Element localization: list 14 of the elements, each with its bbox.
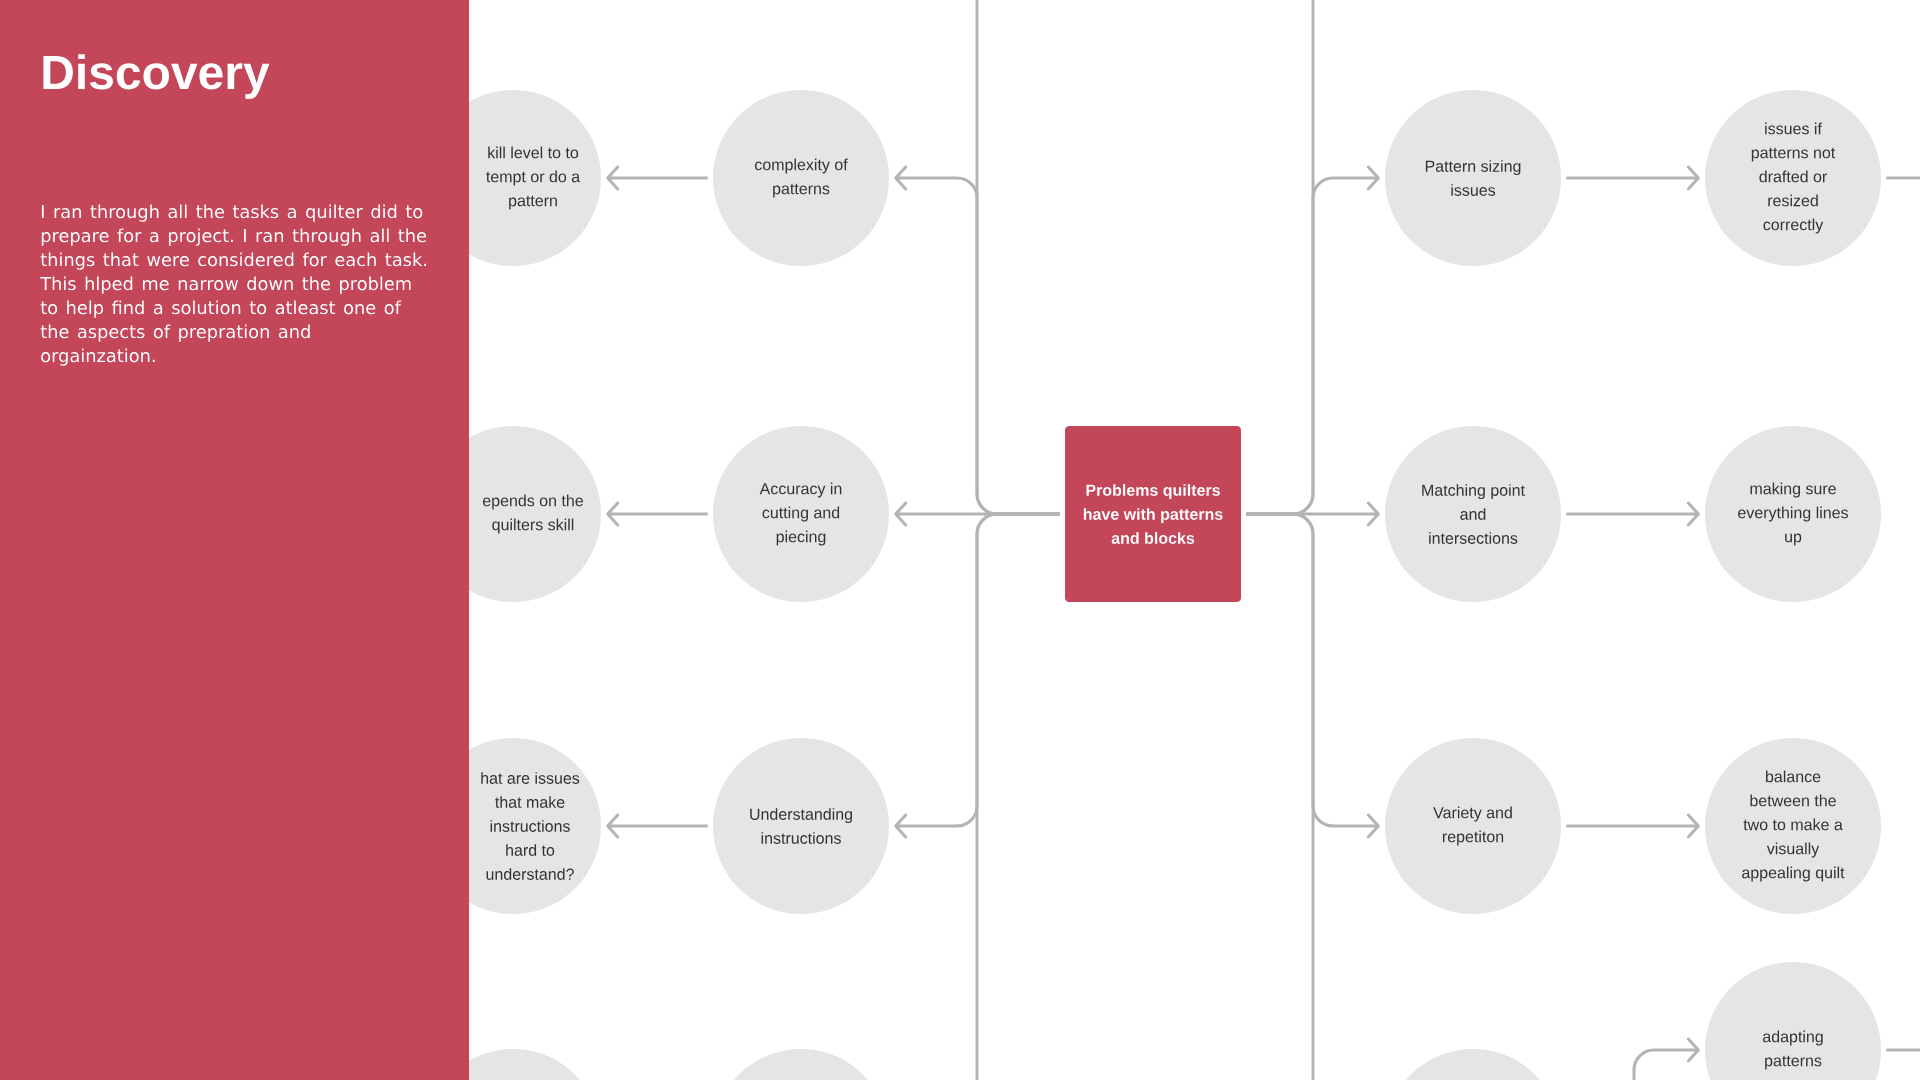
problem-box: Problems quilters have with patterns and blocks <box>1065 426 1241 602</box>
arrow <box>606 501 708 527</box>
arrow <box>1632 1037 1700 1080</box>
arrow <box>1566 813 1700 839</box>
arrow <box>1566 165 1700 191</box>
title: Discovery <box>43 54 270 99</box>
connector-line <box>975 512 1060 1080</box>
arrow <box>606 813 708 839</box>
arrow <box>606 165 708 191</box>
connector-line <box>1886 1048 1920 1052</box>
arrow <box>1566 501 1700 527</box>
connector-line <box>1886 176 1920 180</box>
connector-line <box>1246 512 1315 1080</box>
description-text: I ran through all the tasks a quilter did to prepare for a project. I ran through all the things that were considered for each task. This hlped me narrow down the problem to help find a solution to atleast one of the aspects of prepration and orgainzation. <box>40 204 427 366</box>
